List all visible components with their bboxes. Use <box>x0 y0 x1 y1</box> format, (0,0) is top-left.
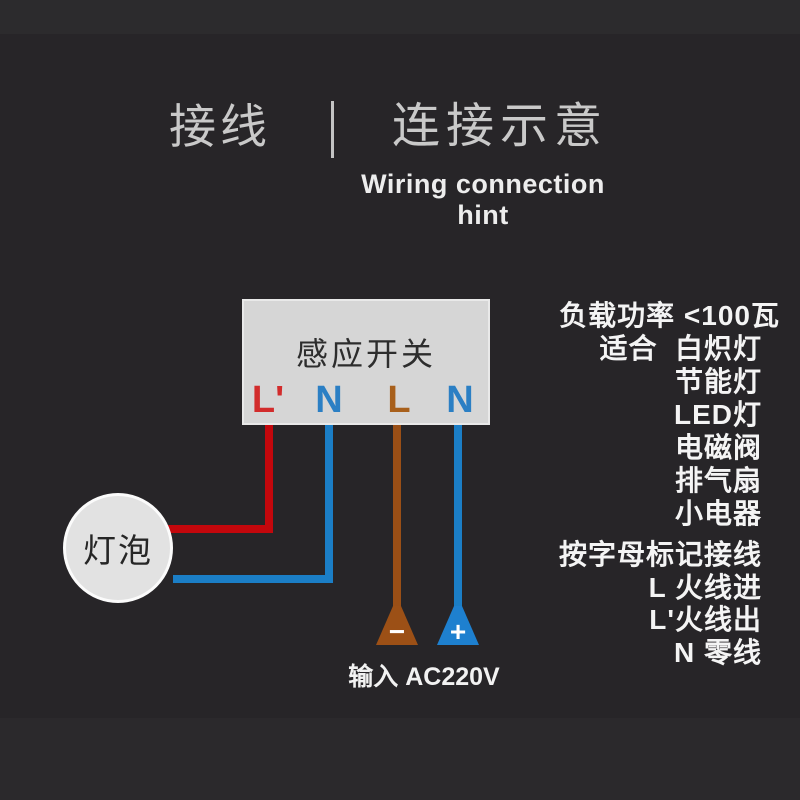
sensor-switch-box: 感应开关 L' N L N <box>242 299 490 425</box>
note-exhaust-fan: 排气扇 <box>674 465 762 496</box>
wiring-notes-block: 按字母标记接线 L 火线进 L'火线出 N 零线 <box>559 539 762 669</box>
background-band-bottom <box>0 718 800 800</box>
wire-live-out-vertical <box>265 424 273 533</box>
note-small-device: 小电器 <box>674 498 762 529</box>
wire-neutral-in-vertical <box>454 424 462 608</box>
note-solenoid: 电磁阀 <box>674 432 762 463</box>
ac-input-label: 输入 AC220V <box>348 663 500 691</box>
note-live-in: L 火线进 <box>648 571 762 603</box>
bulb-label: 灯泡 <box>83 532 153 569</box>
note-mark-wiring: 按字母标记接线 <box>558 539 762 570</box>
terminal-L: L <box>387 379 411 421</box>
note-suitable: 适合 白炽灯 <box>599 333 762 364</box>
note-energy-lamp: 节能灯 <box>674 366 762 397</box>
load-notes-block: 负载功率 <100瓦 适合 白炽灯 节能灯 LED灯 电磁阀 排气扇 小电器 <box>559 299 779 530</box>
page-title-right: 连接示意 <box>392 100 609 153</box>
note-live-out: L'火线出 <box>649 604 762 635</box>
wire-live-in-vertical <box>393 424 401 608</box>
terminal-L-prime: L' <box>251 379 285 421</box>
wire-live-out-horizontal <box>167 525 273 533</box>
plus-terminal-icon: + <box>437 606 479 645</box>
terminal-N-1: N <box>315 379 343 421</box>
note-neutral: N 零线 <box>673 636 762 668</box>
background-band-top <box>0 0 800 34</box>
note-load-power: 负载功率 <100瓦 <box>559 300 780 331</box>
bulb-node: 灯泡 <box>63 493 173 603</box>
wire-neutral-bulb-vertical <box>325 424 333 583</box>
terminal-N-2: N <box>446 379 474 421</box>
page-subtitle: Wiring connection hint <box>361 169 605 230</box>
title-divider <box>331 101 334 158</box>
sensor-switch-label: 感应开关 <box>295 336 436 372</box>
wire-neutral-bulb-horizontal <box>173 575 333 583</box>
note-led-lamp: LED灯 <box>673 399 762 430</box>
minus-terminal-icon: − <box>376 606 418 645</box>
page-title-left: 接线 <box>169 100 271 153</box>
